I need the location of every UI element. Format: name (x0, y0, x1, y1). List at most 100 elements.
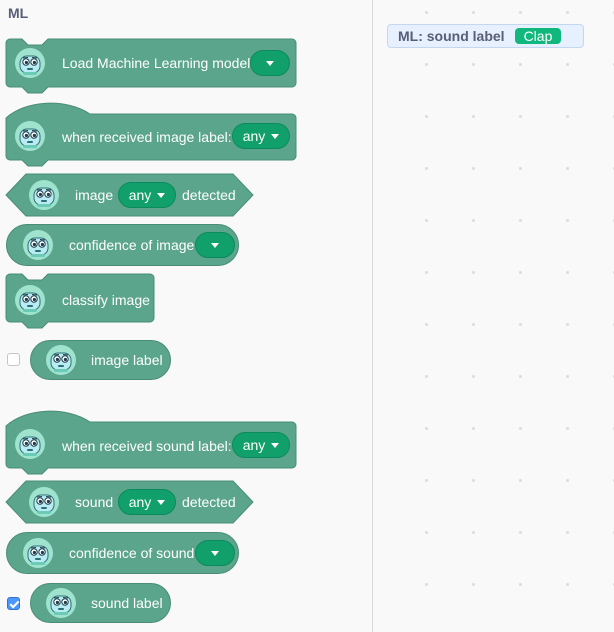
dropdown-value: any (242, 128, 266, 144)
block-label: when received image label: (62, 129, 232, 145)
ml-mascot-icon (22, 537, 54, 569)
grid-dot (519, 63, 522, 66)
grid-dot (425, 323, 428, 326)
block-label: classify image (62, 292, 150, 308)
grid-dot (425, 63, 428, 66)
grid-dot (472, 63, 475, 66)
monitor-value: Clap (514, 28, 562, 44)
grid-dot (472, 427, 475, 430)
image-label-checkbox[interactable] (7, 353, 20, 366)
caret-down-icon (211, 242, 219, 248)
grid-dot (566, 583, 569, 586)
grid-dot (425, 427, 428, 430)
grid-dot (519, 583, 522, 586)
monitor-label: ML: sound label (398, 28, 505, 44)
grid-dot (425, 479, 428, 482)
sound-label-checkbox[interactable] (7, 597, 20, 610)
grid-dot (566, 427, 569, 430)
grid-dot (472, 115, 475, 118)
block-label: confidence of sound (69, 545, 195, 561)
grid-dot (566, 115, 569, 118)
grid-dot (566, 271, 569, 274)
grid-dot (425, 167, 428, 170)
grid-dot (425, 583, 428, 586)
grid-dot (472, 323, 475, 326)
caret-down-icon (271, 133, 280, 139)
ml-mascot-icon (22, 229, 54, 261)
caret-down-icon (271, 442, 280, 448)
caret-down-icon (157, 192, 166, 198)
grid-dot (566, 323, 569, 326)
grid-dot (472, 219, 475, 222)
load-model-block[interactable]: Load Machine Learning model (5, 38, 298, 94)
model-dropdown[interactable] (250, 50, 290, 76)
grid-dot (519, 115, 522, 118)
grid-dot (519, 167, 522, 170)
grid-dot (425, 219, 428, 222)
block-label: image (75, 187, 114, 203)
ml-mascot-icon (45, 587, 77, 619)
grid-dot (519, 427, 522, 430)
grid-dot (519, 375, 522, 378)
grid-dot (519, 11, 522, 14)
grid-dot (425, 11, 428, 14)
grid-dot (566, 531, 569, 534)
classify-image-block[interactable]: classify image (5, 273, 156, 329)
grid-dot (472, 479, 475, 482)
grid-dot (519, 323, 522, 326)
block-label: sound (75, 494, 114, 510)
ml-mascot-icon (14, 47, 46, 79)
sound-label-reporter[interactable]: sound label (30, 583, 172, 623)
grid-dot (566, 479, 569, 482)
grid-dot (519, 479, 522, 482)
image-confidence-dropdown[interactable] (195, 232, 235, 258)
confidence-of-image-block[interactable]: confidence of image (6, 224, 240, 266)
sound-label-dropdown[interactable]: any (232, 432, 290, 458)
sound-label-monitor[interactable]: ML: sound label Clap (387, 24, 584, 48)
image-label-dropdown[interactable]: any (232, 123, 290, 149)
ml-mascot-icon (14, 428, 46, 460)
block-palette: ML Load Machine Learning model when rece… (0, 0, 372, 632)
image-label-reporter[interactable]: image label (30, 340, 172, 380)
grid-dot (566, 63, 569, 66)
caret-down-icon (211, 550, 219, 556)
block-label: detected (182, 494, 236, 510)
category-title: ML (8, 5, 29, 21)
sound-detected-dropdown[interactable]: any (118, 489, 176, 515)
grid-dot (425, 115, 428, 118)
block-label: image label (91, 352, 163, 368)
grid-dot (472, 583, 475, 586)
dropdown-value: any (128, 187, 152, 203)
sound-confidence-dropdown[interactable] (195, 540, 235, 566)
image-detected-dropdown[interactable]: any (118, 182, 176, 208)
confidence-of-sound-block[interactable]: confidence of sound (6, 532, 240, 574)
ml-mascot-icon (28, 486, 60, 518)
block-label: confidence of image (69, 237, 195, 253)
stage-area[interactable] (373, 0, 614, 632)
grid-dot (472, 271, 475, 274)
ml-mascot-icon (28, 179, 60, 211)
grid-dot (425, 271, 428, 274)
dropdown-value: any (242, 437, 266, 453)
grid-dot (566, 375, 569, 378)
block-label: detected (182, 187, 236, 203)
grid-dot (425, 375, 428, 378)
grid-dot (472, 531, 475, 534)
sound-detected-block[interactable]: sound any detected (5, 480, 254, 524)
block-label: when received sound label: (62, 438, 232, 454)
when-received-sound-label-block[interactable]: when received sound label: any (5, 410, 298, 478)
grid-dot (472, 167, 475, 170)
grid-dot (472, 11, 475, 14)
palette-divider (372, 0, 373, 632)
when-received-image-label-block[interactable]: when received image label: any (5, 102, 298, 170)
caret-down-icon (157, 499, 166, 505)
ml-mascot-icon (14, 284, 46, 316)
grid-dot (519, 531, 522, 534)
grid-dot (566, 11, 569, 14)
grid-dot (566, 167, 569, 170)
grid-dot (519, 219, 522, 222)
grid-dot (519, 271, 522, 274)
image-detected-block[interactable]: image any detected (5, 173, 254, 217)
ml-mascot-icon (14, 120, 46, 152)
dropdown-value: any (128, 494, 152, 510)
